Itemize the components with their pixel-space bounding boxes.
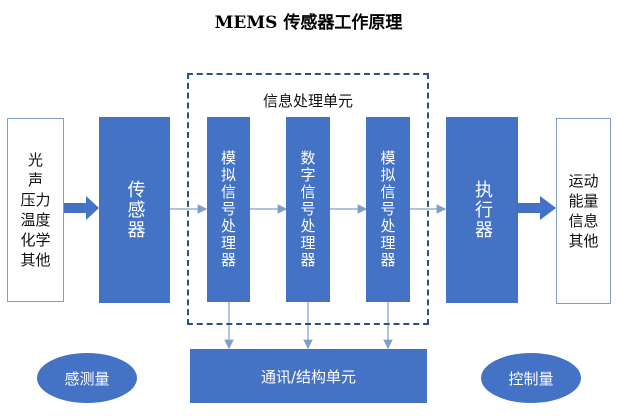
diagram-title: MEMS 传感器工作原理 — [214, 13, 403, 33]
actuator-block: 执行器 — [446, 117, 518, 303]
sensor-block: 传感器 — [99, 117, 170, 303]
digital-processor-label: 数字信号处理器 — [298, 150, 317, 269]
analog-processor-2-label: 模拟信号处理器 — [378, 150, 397, 269]
sensed-quantity-ellipse: 感测量 — [37, 353, 137, 403]
control-quantity-ellipse: 控制量 — [481, 353, 581, 403]
comm-structure-unit: 通讯/结构单元 — [190, 349, 427, 403]
control-quantity-label: 控制量 — [508, 369, 554, 388]
analog-processor-1-label: 模拟信号处理器 — [219, 150, 237, 269]
actuator-label: 执行器 — [472, 180, 493, 240]
thick-arrow-output — [518, 196, 556, 220]
outputs-text: 运动 能量 信息 其他 — [568, 172, 599, 250]
analog-processor-2: 模拟信号处理器 — [366, 117, 410, 302]
digital-processor: 数字信号处理器 — [286, 117, 330, 302]
thick-arrow-input — [64, 196, 99, 220]
sensor-label: 传感器 — [124, 180, 146, 240]
processing-unit-label: 信息处理单元 — [262, 92, 353, 110]
sensed-quantity-label: 感测量 — [64, 369, 110, 388]
processing-unit-frame — [187, 73, 429, 325]
analog-processor-1: 模拟信号处理器 — [207, 117, 250, 302]
inputs-box: 光 声 压力 温度 化学 其他 — [7, 118, 64, 302]
inputs-text: 光 声 压力 温度 化学 其他 — [20, 151, 51, 269]
outputs-box: 运动 能量 信息 其他 — [556, 118, 611, 304]
comm-structure-label: 通讯/结构单元 — [260, 367, 357, 386]
